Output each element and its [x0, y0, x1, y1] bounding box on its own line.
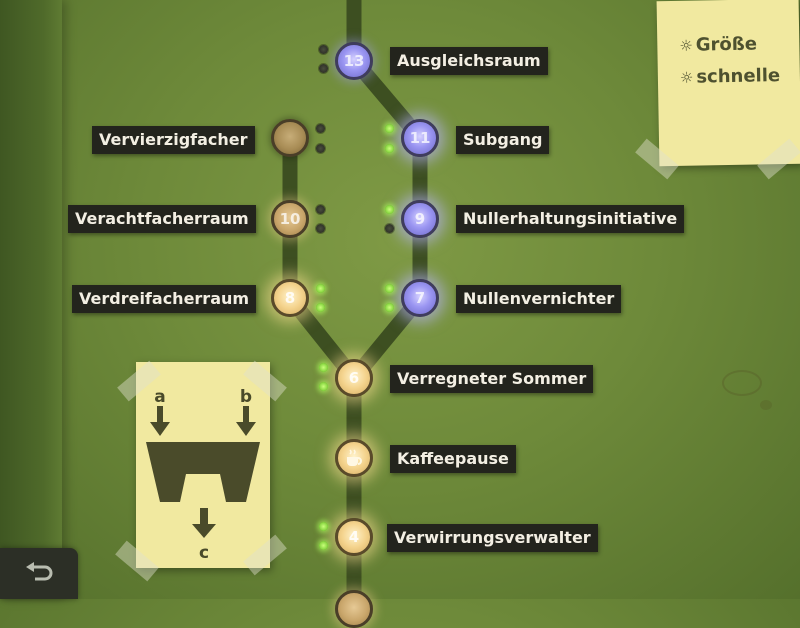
- star-indicator-off: [319, 64, 328, 73]
- level-label-kaffeepause[interactable]: Kaffeepause: [390, 445, 516, 473]
- star-indicator-on: [385, 303, 394, 312]
- star-indicator-off: [316, 144, 325, 153]
- criteria-size: ☼Größe: [679, 33, 758, 56]
- undo-arrow-icon: [26, 561, 53, 580]
- level-node-9[interactable]: 9: [401, 200, 439, 238]
- level-number: 11: [409, 129, 431, 147]
- level-number: 13: [343, 52, 365, 70]
- level-number: 10: [279, 210, 301, 228]
- star-indicator-on: [319, 363, 328, 372]
- left-panel-edge: [0, 0, 62, 599]
- sun-icon: ☼: [679, 36, 693, 55]
- level-label-verregneter-sommer[interactable]: Verregneter Sommer: [390, 365, 594, 393]
- level-label-subgang[interactable]: Subgang: [456, 126, 550, 154]
- level-node-10[interactable]: 10: [271, 200, 309, 238]
- input-a-label: a: [154, 387, 165, 407]
- level-node-next[interactable]: [335, 590, 373, 628]
- level-node-vervierzigfacher[interactable]: [271, 119, 309, 157]
- level-node-7[interactable]: 7: [401, 279, 439, 317]
- level-node-4[interactable]: 4: [335, 518, 373, 556]
- star-indicator-off: [319, 45, 328, 54]
- star-indicator-off: [385, 224, 394, 233]
- level-node-6[interactable]: 6: [335, 359, 373, 397]
- track-left-branch: [282, 130, 362, 386]
- star-indicator-off: [316, 124, 325, 133]
- level-number: 7: [414, 289, 426, 307]
- level-node-13[interactable]: 13: [335, 42, 373, 80]
- level-number: 6: [348, 369, 360, 387]
- coffee-stain-drop: [760, 400, 772, 410]
- level-number: 9: [414, 210, 426, 228]
- level-label-verdreifacherraum[interactable]: Verdreifacherraum: [72, 285, 257, 313]
- level-label-nullerhaltungsinitiative[interactable]: Nullerhaltungsinitiative: [456, 205, 685, 233]
- star-indicator-on: [316, 303, 325, 312]
- star-indicator-on: [319, 541, 328, 550]
- level-node-11[interactable]: 11: [401, 119, 439, 157]
- sun-icon: ☼: [679, 68, 694, 87]
- level-node-kaffeepause[interactable]: [335, 439, 373, 477]
- star-indicator-on: [385, 284, 394, 293]
- level-label-ausgleichsraum[interactable]: Ausgleichsraum: [390, 47, 548, 75]
- level-label-vervierzigfacher[interactable]: Vervierzigfacher: [92, 126, 255, 154]
- star-indicator-on: [316, 284, 325, 293]
- level-label-verachtfacherraum[interactable]: Verachtfacherraum: [68, 205, 256, 233]
- input-b-label: b: [240, 387, 252, 407]
- level-node-8[interactable]: 8: [271, 279, 309, 317]
- star-indicator-on: [319, 382, 328, 391]
- component-note: a b c: [136, 362, 270, 568]
- star-indicator-on: [319, 522, 328, 531]
- coffee-cup-icon: [347, 449, 362, 466]
- level-number: 8: [284, 289, 296, 307]
- component-block: [146, 442, 260, 502]
- back-button[interactable]: [0, 548, 78, 599]
- output-c-label: c: [199, 543, 209, 563]
- star-indicator-on: [385, 124, 394, 133]
- star-indicator-on: [385, 205, 394, 214]
- coffee-stain: [722, 370, 762, 396]
- component-diagram: a b c: [146, 387, 260, 563]
- star-indicator-on: [385, 144, 394, 153]
- level-label-verwirrungsverwalter[interactable]: Verwirrungsverwalter: [387, 524, 598, 552]
- criteria-speed: ☼schnelle: [679, 65, 781, 88]
- star-indicator-off: [316, 224, 325, 233]
- level-label-nullenvernichter[interactable]: Nullenvernichter: [456, 285, 622, 313]
- level-number: 4: [348, 528, 360, 546]
- criteria-note: ☼Größe ☼schnelle: [656, 0, 800, 167]
- star-indicator-off: [316, 205, 325, 214]
